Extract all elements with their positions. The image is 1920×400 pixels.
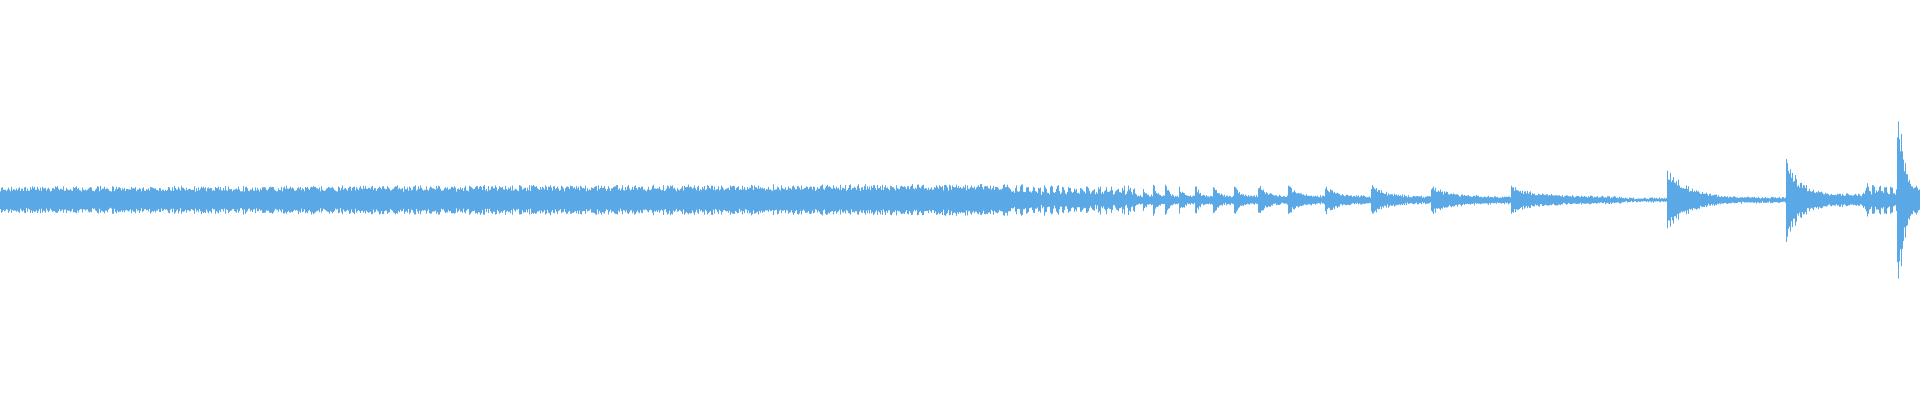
- waveform-samples: [0, 121, 1920, 279]
